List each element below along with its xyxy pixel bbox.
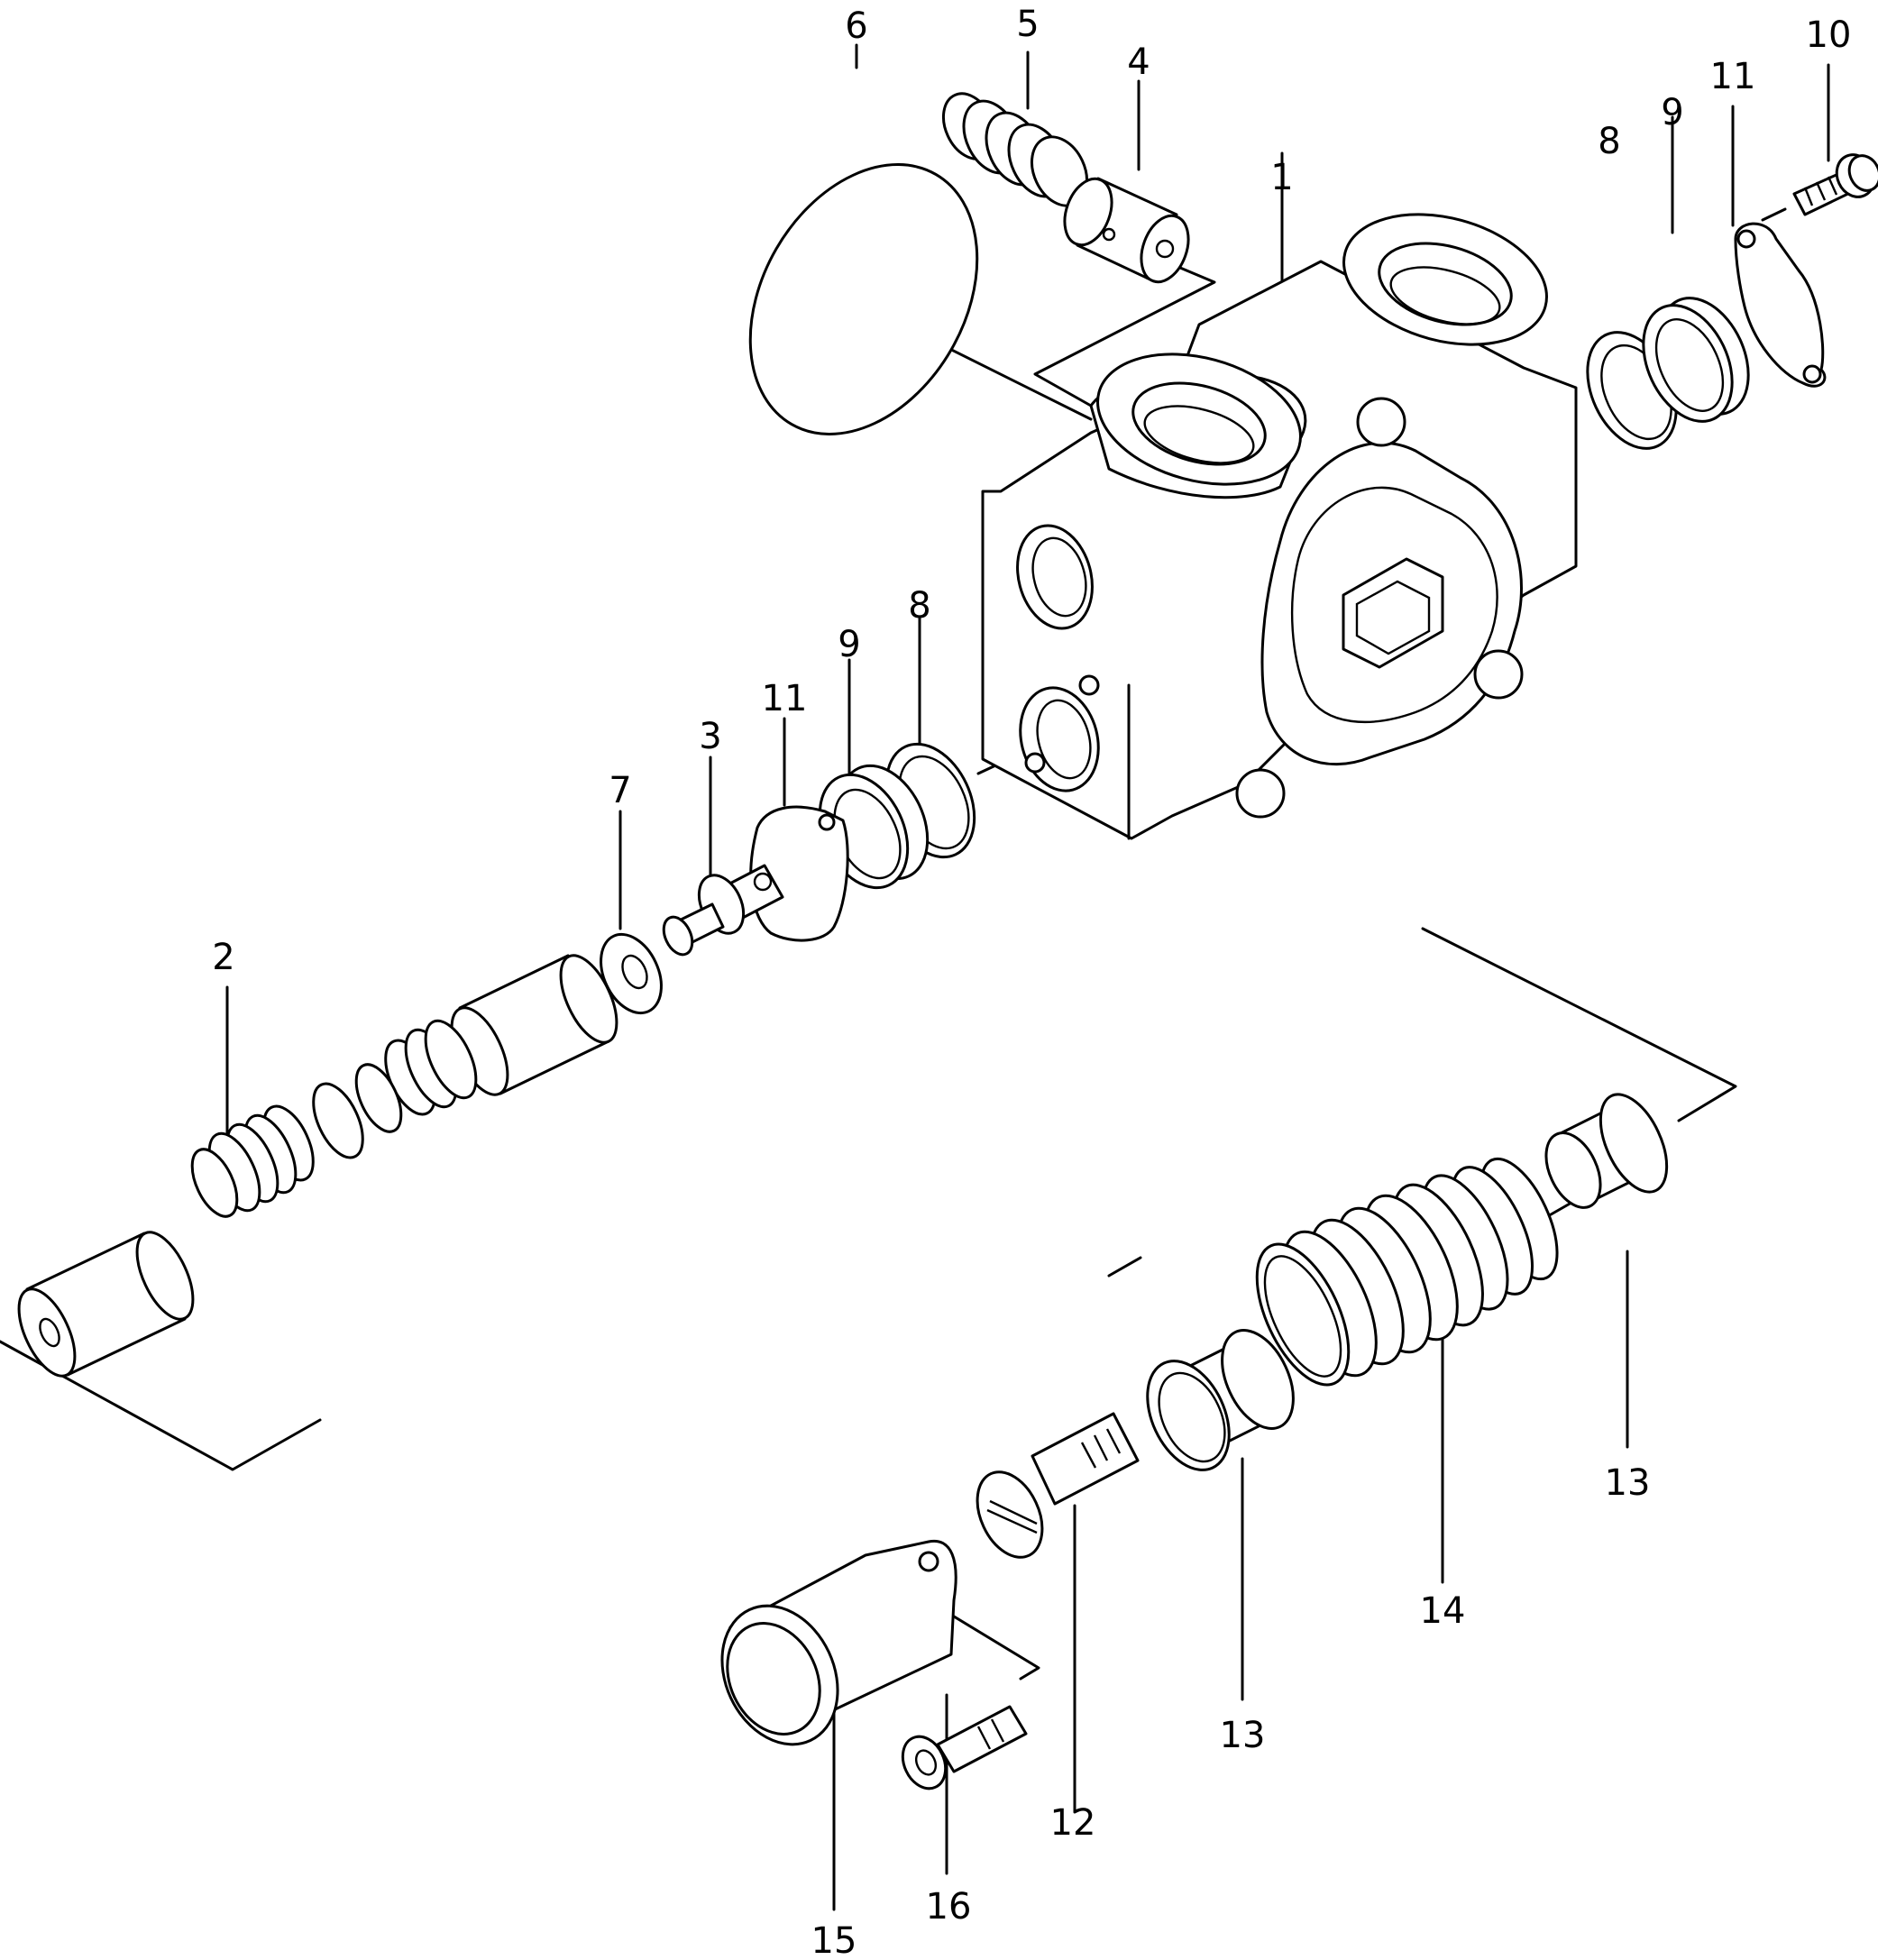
spring-seat-right <box>1544 1093 1669 1209</box>
valve-body <box>981 213 1578 840</box>
small-bushing <box>1063 177 1190 284</box>
spring-seat-left <box>1146 1329 1295 1471</box>
end-cap <box>720 1539 957 1746</box>
main-spring <box>1255 1157 1559 1387</box>
callout-2: 2 <box>212 937 234 978</box>
diaphragm-disc <box>748 163 979 435</box>
cap-screw <box>901 1705 1028 1791</box>
adjusting-screw <box>976 1412 1140 1559</box>
callout-11-lower: 11 <box>762 678 808 719</box>
callout-4: 4 <box>1127 41 1150 83</box>
callout-11-upper: 11 <box>1710 56 1756 97</box>
callout-12: 12 <box>1050 1802 1096 1844</box>
callout-8-lower: 8 <box>908 585 930 627</box>
callout-8-upper: 8 <box>1598 121 1620 162</box>
callout-14: 14 <box>1420 1590 1466 1632</box>
callout-9-upper: 9 <box>1661 92 1683 133</box>
valve-stem <box>662 864 784 957</box>
gasket-upper <box>1734 222 1827 388</box>
spool <box>17 954 618 1378</box>
callout-labels: 1 2 3 4 5 6 7 8 8 9 9 10 11 11 12 13 13 … <box>212 4 1851 1960</box>
bolt-upper <box>1792 153 1878 216</box>
callout-6: 6 <box>845 5 867 47</box>
callout-13-left: 13 <box>1220 1715 1266 1756</box>
callout-5: 5 <box>1016 4 1039 45</box>
callout-7: 7 <box>609 770 631 811</box>
callout-9-lower: 9 <box>838 624 860 665</box>
callout-16: 16 <box>926 1886 972 1928</box>
callout-10: 10 <box>1806 14 1852 56</box>
callout-1: 1 <box>1270 157 1293 198</box>
spacer-ring-upper <box>1642 297 1750 423</box>
callout-3: 3 <box>699 716 721 757</box>
callout-15: 15 <box>811 1920 857 1960</box>
callout-13-right: 13 <box>1605 1462 1651 1504</box>
